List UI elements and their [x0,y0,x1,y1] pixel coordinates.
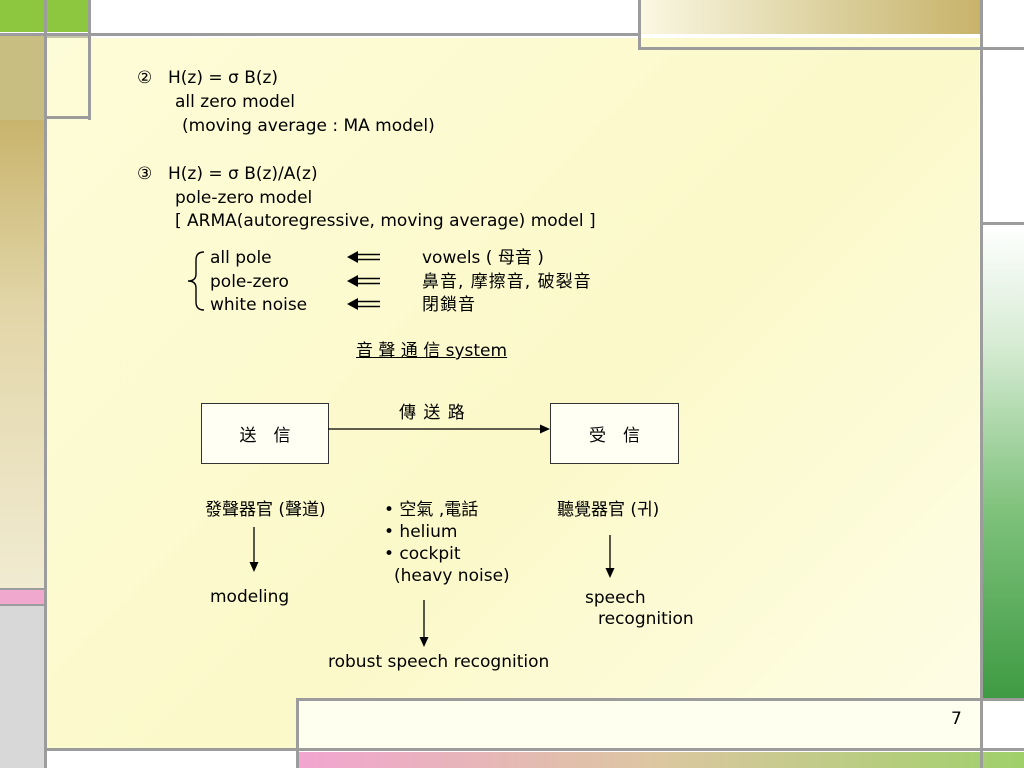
sender-box: 送 信 [201,403,329,464]
sender-result: modeling [210,587,290,607]
item3-formula: H(z) = σ B(z)/A(z) [168,164,318,184]
channel-item-air: • 空氣 ,電話 [384,500,479,520]
content-background [47,38,979,750]
left-gray-panel [0,606,44,768]
item2-line1: all zero model [175,92,296,112]
mapping-model-white-noise: white noise [210,295,308,315]
frame-line [88,0,91,120]
double-left-arrow-icon [347,251,380,263]
receiver-label: 受 信 [589,426,640,446]
channel-item-helium: • helium [384,522,458,542]
left-tan-panel [0,36,44,120]
system-title: 音 聲 通 信 system [356,341,508,361]
item3-line2: [ ARMA(autoregressive, moving average) m… [175,211,596,231]
item2-number: ② [137,68,153,88]
channel-result: robust speech recognition [328,652,550,672]
top-right-gold-bar [640,0,980,34]
sender-label: 送 信 [239,426,291,446]
bottom-right-white-panel [298,700,980,750]
frame-line [0,588,47,590]
frame-line [44,116,91,119]
double-left-arrow-icon [347,275,380,287]
item2-line2: (moving average : MA model) [182,116,435,136]
page-number: 7 [951,709,962,729]
channel-item-cockpit: • cockpit [384,544,461,564]
frame-line [296,698,1024,701]
mapping-sounds-consonants: 鼻音, 摩擦音, 破裂音 [422,272,592,292]
double-left-arrow-icon [347,298,380,310]
mapping-sounds-stops: 閉鎖音 [422,295,476,315]
item2-formula: H(z) = σ B(z) [168,68,279,88]
left-gold-panel [0,120,44,590]
frame-line [980,0,983,768]
item3-line1: pole-zero model [175,188,313,208]
down-arrow-icon [419,600,429,647]
frame-line [0,604,47,606]
item3-number: ③ [137,164,153,184]
channel-item-noise: (heavy noise) [394,566,510,586]
frame-line [638,47,1024,50]
down-arrow-icon [249,527,259,572]
right-green-panel [983,225,1024,700]
mapping-model-pole-zero: pole-zero [210,272,289,292]
frame-line [0,33,640,36]
mapping-sounds-vowels: vowels ( 母音 ) [422,248,544,268]
channel-arrow [328,424,550,434]
receiver-organ: 聽覺器官 (귀) [557,500,660,520]
frame-line [44,0,47,768]
sender-organ: 發聲器官 (聲道) [205,500,326,520]
receiver-box: 受 信 [550,403,679,464]
mapping-model-all-pole: all pole [210,248,272,268]
channel-label: 傳 送 路 [399,403,466,423]
down-arrow-icon [605,535,615,578]
frame-line [980,222,1024,225]
frame-line [44,748,1024,751]
frame-line [296,698,299,768]
receiver-result-line1: speech [585,588,646,608]
receiver-result-line2: recognition [598,609,694,629]
left-brace-icon [187,251,205,311]
bottom-pink-bar [298,752,1024,768]
left-pink-strip [0,590,44,604]
frame-line [638,0,641,50]
